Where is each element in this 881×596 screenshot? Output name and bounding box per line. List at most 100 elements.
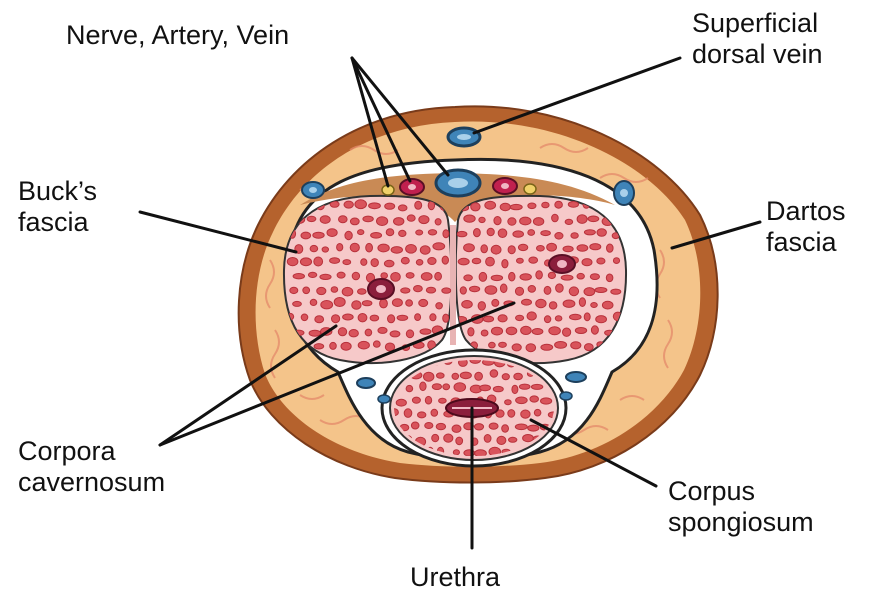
sinusoid bbox=[401, 257, 409, 264]
sinusoid bbox=[460, 287, 466, 294]
sinusoid bbox=[406, 300, 413, 306]
sinusoid bbox=[419, 216, 429, 224]
sinusoid bbox=[332, 315, 340, 323]
sinusoid bbox=[485, 286, 497, 295]
sinusoid bbox=[452, 373, 459, 379]
sinusoid bbox=[436, 423, 445, 429]
sinusoid bbox=[415, 201, 422, 209]
sinusoid bbox=[301, 314, 308, 321]
label-superficial-dorsal-vein-line1: Superficial bbox=[692, 8, 823, 39]
sinusoid bbox=[570, 314, 582, 320]
sinusoid bbox=[577, 215, 587, 224]
sinusoid bbox=[493, 386, 503, 391]
sinusoid bbox=[464, 275, 473, 281]
sinusoid bbox=[481, 330, 488, 336]
sinusoid bbox=[361, 259, 367, 266]
sinusoid bbox=[474, 229, 481, 237]
sinusoid bbox=[443, 314, 449, 322]
sinusoid bbox=[494, 217, 501, 225]
sinusoid bbox=[487, 228, 494, 235]
sinusoid bbox=[544, 316, 550, 323]
sinusoid bbox=[520, 217, 531, 225]
sinusoid bbox=[358, 289, 367, 294]
sinusoid bbox=[386, 229, 394, 236]
sinusoid bbox=[471, 203, 480, 211]
sinusoid bbox=[392, 299, 402, 307]
sinusoid bbox=[365, 329, 372, 336]
sinusoid bbox=[401, 288, 410, 293]
sinusoid bbox=[514, 373, 523, 380]
sinusoid bbox=[577, 273, 584, 279]
sinusoid bbox=[352, 272, 359, 280]
label-corpus-spongiosum-line1: Corpus bbox=[668, 476, 814, 507]
sinusoid bbox=[490, 370, 498, 377]
sinusoid bbox=[481, 245, 488, 253]
sinusoid bbox=[310, 245, 318, 251]
sinusoid bbox=[575, 328, 586, 334]
sinusoid bbox=[399, 230, 406, 236]
sinusoid bbox=[508, 218, 516, 226]
sinusoid bbox=[536, 299, 546, 308]
sinusoid bbox=[512, 344, 521, 351]
sinusoid bbox=[300, 258, 311, 266]
sinusoid bbox=[561, 275, 573, 280]
sinusoid bbox=[513, 231, 524, 237]
sinusoid bbox=[341, 342, 351, 350]
sinusoid bbox=[530, 396, 539, 402]
sinusoid bbox=[369, 203, 381, 209]
sinusoid bbox=[396, 399, 406, 406]
sinusoid bbox=[611, 289, 621, 294]
sinusoid bbox=[464, 215, 475, 222]
sinusoid bbox=[528, 286, 535, 293]
sinusoid bbox=[454, 383, 466, 392]
sinusoid bbox=[464, 244, 475, 252]
sinusoid bbox=[444, 434, 453, 442]
sinusoid bbox=[420, 329, 431, 334]
sinusoid bbox=[480, 385, 491, 391]
sinusoid bbox=[591, 303, 598, 308]
sinusoid bbox=[352, 301, 361, 310]
sinusoid bbox=[452, 425, 461, 432]
sinusoid bbox=[443, 384, 450, 390]
sinusoid bbox=[512, 385, 518, 393]
sinusoid bbox=[491, 245, 501, 254]
sinusoid bbox=[563, 246, 573, 252]
sinusoid bbox=[436, 303, 443, 309]
sinusoid bbox=[519, 384, 530, 389]
sinusoid bbox=[522, 299, 532, 305]
label-urethra-text: Urethra bbox=[410, 562, 500, 593]
sinusoid bbox=[406, 273, 414, 279]
sinusoid bbox=[293, 274, 304, 279]
sinusoid bbox=[474, 424, 483, 430]
sinusoid bbox=[569, 287, 578, 296]
sinusoid bbox=[414, 286, 423, 292]
sinusoid bbox=[343, 314, 354, 320]
sinusoid bbox=[442, 256, 448, 264]
sinusoid bbox=[320, 274, 331, 279]
sinusoid bbox=[555, 316, 562, 321]
sinusoid bbox=[597, 229, 606, 237]
sinusoid bbox=[406, 245, 417, 254]
sinusoid bbox=[584, 313, 590, 321]
sinusoid bbox=[293, 301, 302, 306]
sinusoid bbox=[315, 316, 324, 323]
sinusoid bbox=[435, 272, 442, 280]
sinusoid bbox=[489, 342, 496, 348]
sinusoid bbox=[475, 372, 483, 380]
sinusoid bbox=[308, 272, 316, 277]
sinusoid bbox=[568, 202, 578, 208]
sinusoid bbox=[431, 409, 438, 416]
sinusoid bbox=[584, 288, 595, 296]
sinusoid bbox=[398, 205, 407, 211]
circumflex-vessel-right bbox=[560, 392, 572, 400]
sinusoid bbox=[478, 302, 485, 311]
sinusoid bbox=[596, 316, 607, 323]
sinusoid bbox=[499, 342, 507, 347]
sinusoid bbox=[425, 396, 431, 404]
sinusoid bbox=[350, 243, 359, 252]
dorsal-nerve-right bbox=[524, 184, 536, 194]
sinusoid bbox=[430, 314, 436, 321]
sinusoid bbox=[331, 287, 338, 293]
sinusoid bbox=[390, 331, 400, 337]
sinusoid bbox=[542, 202, 549, 208]
